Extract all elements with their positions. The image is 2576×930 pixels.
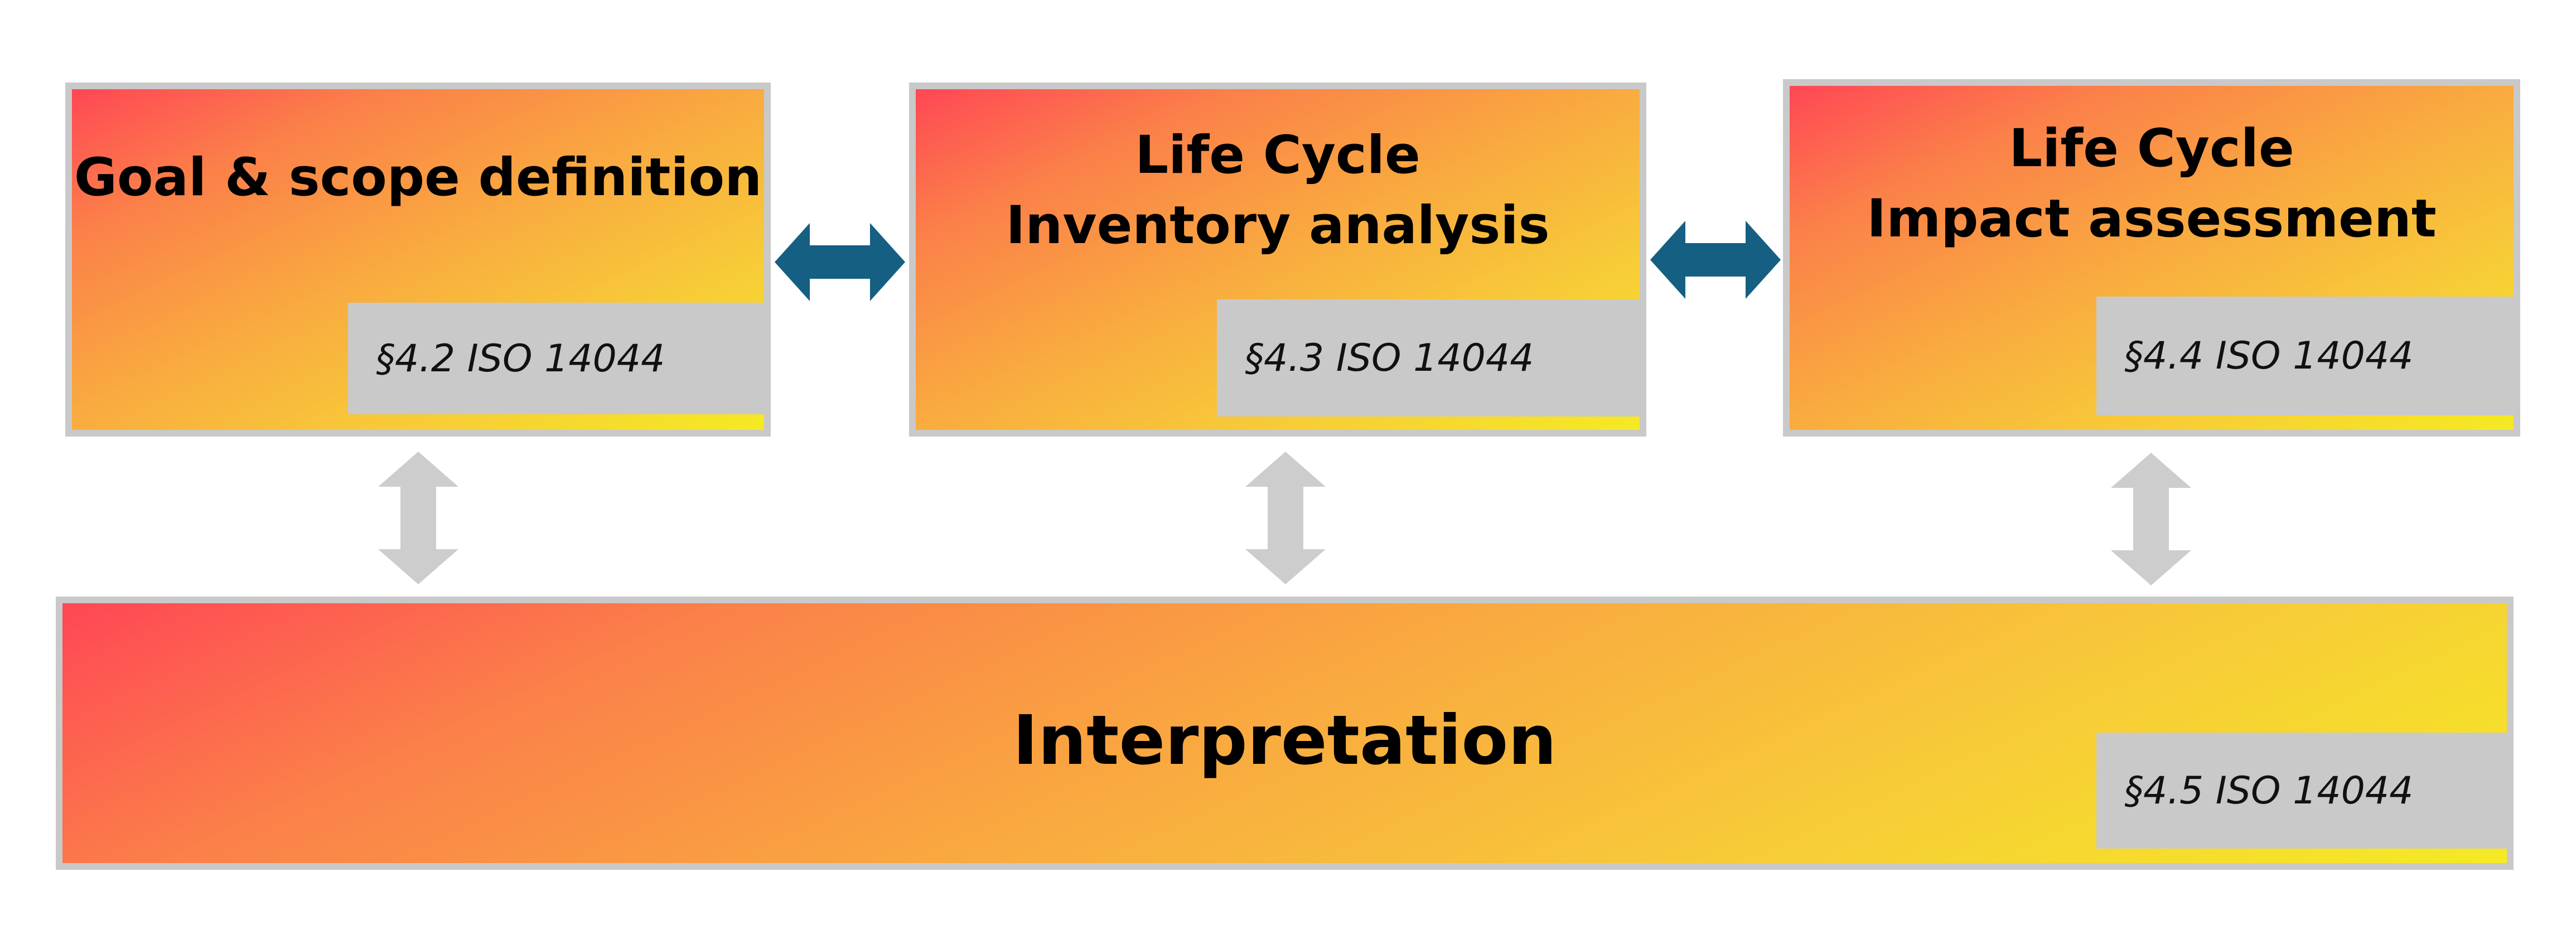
inventory-analysis-box: Life Cycle Inventory analysis §4.3 ISO 1… [909, 83, 1646, 437]
goal-scope-reference: §4.2 ISO 14044 [348, 303, 771, 414]
goal-interpretation-arrow-shape [378, 452, 458, 584]
interpretation-reference: §4.5 ISO 14044 [2096, 733, 2514, 849]
double-arrow-icon [378, 452, 458, 584]
impact-interpretation-arrow-shape [2111, 453, 2191, 585]
double-arrow-icon [1245, 452, 1326, 584]
goal-inventory-arrow-shape [775, 223, 905, 301]
inventory-analysis-title: Life Cycle Inventory analysis [1006, 125, 1550, 256]
double-arrow-icon [775, 223, 905, 301]
inventory-interpretation-arrow-shape [1245, 452, 1326, 584]
impact-assessment-box: Life Cycle Impact assessment §4.4 ISO 14… [1783, 79, 2520, 437]
double-arrow-icon [1650, 221, 1781, 299]
impact-assessment-title: Life Cycle Impact assessment [1867, 118, 2437, 249]
double-arrow-icon [2111, 453, 2191, 585]
goal-scope-box: Goal & scope definition §4.2 ISO 14044 [65, 83, 771, 437]
inventory-analysis-reference: §4.3 ISO 14044 [1217, 299, 1646, 416]
inventory-impact-arrow-shape [1650, 221, 1781, 299]
impact-assessment-reference: §4.4 ISO 14044 [2096, 297, 2520, 415]
interpretation-title: Interpretation [1012, 701, 1557, 780]
goal-scope-title: Goal & scope definition [74, 147, 762, 208]
interpretation-box: Interpretation §4.5 ISO 14044 [56, 597, 2514, 870]
